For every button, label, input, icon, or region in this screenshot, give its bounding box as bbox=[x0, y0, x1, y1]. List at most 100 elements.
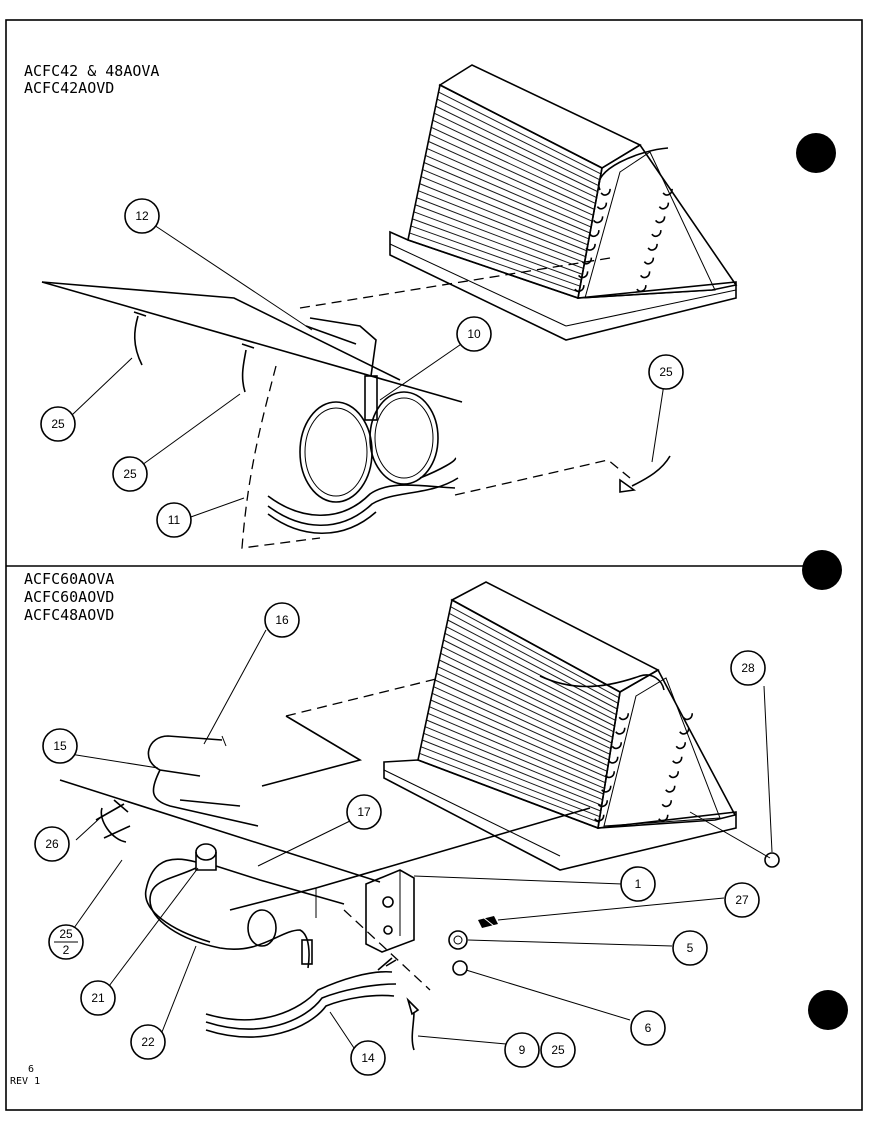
coil-fin bbox=[413, 211, 583, 275]
coil-fin bbox=[440, 652, 613, 738]
coil-upper-u-bends bbox=[574, 188, 673, 292]
coil-lower-header-tube bbox=[539, 674, 665, 691]
svg-text:16: 16 bbox=[275, 613, 289, 627]
coil-fin bbox=[425, 154, 592, 228]
u-bend bbox=[594, 814, 605, 822]
leader-12 bbox=[153, 224, 313, 331]
u-bend bbox=[618, 713, 630, 721]
coil-fin bbox=[420, 176, 589, 246]
tube-loop-left bbox=[299, 401, 373, 503]
u-bend bbox=[647, 243, 658, 251]
bracket-hole-lower bbox=[383, 925, 393, 935]
svg-text:25: 25 bbox=[123, 467, 137, 481]
callout-25-d: 25 bbox=[540, 1032, 576, 1068]
coil-lower-drain-pan bbox=[383, 759, 737, 871]
screw-part-27 bbox=[478, 916, 498, 928]
callout-17: 17 bbox=[346, 794, 382, 830]
tube-part-15 bbox=[152, 769, 259, 827]
u-bend bbox=[592, 216, 604, 224]
u-bend bbox=[608, 756, 619, 764]
u-bend bbox=[639, 271, 651, 279]
svg-text:22: 22 bbox=[141, 1035, 155, 1049]
plane-line bbox=[261, 715, 363, 787]
leader-9 bbox=[417, 1035, 507, 1045]
leader-11 bbox=[187, 497, 245, 519]
callout-6: 6 bbox=[630, 1010, 666, 1046]
u-bend bbox=[585, 243, 596, 251]
plane-line bbox=[229, 807, 591, 911]
coil-fin bbox=[430, 699, 607, 778]
callout-14: 14 bbox=[350, 1040, 386, 1076]
svg-text:25: 25 bbox=[551, 1043, 565, 1057]
clip-part-25-c bbox=[619, 455, 671, 493]
section-1-title-line-1: ACFC42 & 48AOVA bbox=[24, 62, 159, 80]
coil-fin bbox=[422, 169, 590, 240]
u-bend bbox=[662, 188, 673, 196]
callout-25-c: 25 bbox=[648, 354, 684, 390]
plane-line bbox=[41, 281, 463, 403]
leader-25-a bbox=[71, 357, 133, 416]
leader-28 bbox=[763, 685, 773, 853]
coil-fin bbox=[419, 752, 600, 823]
callout-1: 1 bbox=[620, 866, 656, 902]
u-bend bbox=[668, 771, 680, 779]
u-bend bbox=[682, 713, 694, 721]
callout-26: 26 bbox=[34, 826, 70, 862]
callout-21: 21 bbox=[80, 980, 116, 1016]
svg-text:6: 6 bbox=[645, 1021, 652, 1035]
binder-hole-top bbox=[796, 133, 836, 173]
section-2-title-line-3: ACFC48AOVD bbox=[24, 606, 114, 624]
leader-14 bbox=[329, 1011, 355, 1049]
coil-fin bbox=[444, 632, 616, 721]
coil-fin bbox=[432, 119, 597, 198]
u-bend bbox=[672, 756, 683, 764]
distributor-cap bbox=[195, 843, 217, 861]
svg-text:15: 15 bbox=[53, 739, 67, 753]
coil-fin bbox=[448, 612, 619, 704]
leader-28-line bbox=[689, 811, 771, 859]
clip-part-25-b bbox=[241, 343, 255, 393]
coil-fin bbox=[446, 626, 617, 716]
u-bend bbox=[661, 800, 673, 808]
section-1-title-line-2: ACFC42AOVD bbox=[24, 79, 114, 97]
a-coil-lower bbox=[383, 581, 737, 871]
svg-text:26: 26 bbox=[45, 837, 59, 851]
section-1-title: ACFC42 & 48AOVA ACFC42AOVD bbox=[24, 62, 159, 97]
liquid-line-a bbox=[205, 970, 393, 1021]
distributor-fitting bbox=[301, 939, 313, 965]
svg-text:17: 17 bbox=[357, 805, 371, 819]
coil-fin bbox=[424, 726, 603, 801]
u-bend bbox=[597, 800, 609, 808]
coil-fin bbox=[426, 147, 593, 222]
u-bend bbox=[658, 202, 670, 210]
grommet-part-5 bbox=[448, 930, 468, 950]
coil-fin bbox=[409, 232, 580, 293]
dashed-outline bbox=[241, 365, 321, 549]
dashed-leader bbox=[454, 459, 631, 496]
tube-loop bbox=[144, 858, 211, 943]
liquid-line-b bbox=[267, 477, 459, 527]
coil-fin bbox=[438, 91, 602, 175]
coil-fin bbox=[439, 659, 612, 744]
distributor-feed-tube bbox=[309, 317, 377, 377]
distributor-assembly-lower bbox=[144, 843, 397, 1038]
dashed-leader bbox=[343, 909, 431, 991]
sensing-bulb bbox=[305, 325, 357, 345]
section-2-title: ACFC60AOVA ACFC60AOVD ACFC48AOVD bbox=[24, 570, 114, 624]
svg-text:12: 12 bbox=[135, 209, 149, 223]
coil-fin bbox=[437, 666, 612, 750]
leader-22 bbox=[161, 945, 197, 1033]
liquid-line-b bbox=[205, 983, 397, 1030]
a-coil-upper bbox=[389, 64, 738, 341]
bracket-body bbox=[365, 869, 415, 953]
section-2-title-line-2: ACFC60AOVD bbox=[24, 588, 114, 606]
leader-25-c bbox=[651, 383, 665, 463]
feed-tube bbox=[215, 865, 345, 905]
page-border bbox=[5, 19, 863, 1111]
tube-part-22 bbox=[149, 867, 310, 969]
u-bend bbox=[654, 216, 666, 224]
bracket-part-1 bbox=[365, 869, 415, 953]
u-bend bbox=[577, 271, 589, 279]
